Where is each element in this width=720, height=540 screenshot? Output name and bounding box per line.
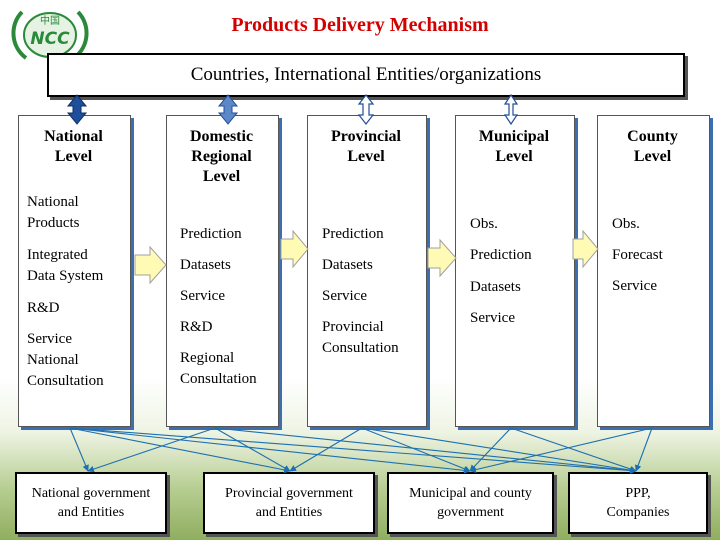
provincial-prediction: Prediction <box>322 226 384 242</box>
column-national <box>18 115 131 427</box>
column-domestic-regional <box>166 115 279 427</box>
double-arrow-municipal <box>503 93 519 126</box>
ncc-logo: 中国 NCC <box>11 10 89 60</box>
provincial-datasets: Datasets <box>322 257 373 273</box>
block-arrow-2 <box>280 229 309 269</box>
logo-text: NCC <box>30 29 70 49</box>
county-service: Service <box>612 278 657 294</box>
logo-wreath-left <box>11 10 28 60</box>
municipal-service: Service <box>470 310 515 326</box>
regional-datasets: Datasets <box>180 257 231 273</box>
county-forecast: Forecast <box>612 247 663 263</box>
provincial-service: Service <box>322 288 367 304</box>
logo-chinese: 中国 <box>40 14 60 27</box>
bottom-box-ppp-companies: PPP,Companies <box>568 472 708 534</box>
double-arrow-national <box>66 94 88 125</box>
double-arrow-regional <box>217 94 239 125</box>
municipal-datasets: Datasets <box>470 279 521 295</box>
regional-service: Service <box>180 288 225 304</box>
connector-lines <box>69 427 653 474</box>
county-obs: Obs. <box>612 216 640 232</box>
double-arrow-provincial <box>357 94 375 125</box>
regional-rd: R&D <box>180 319 213 335</box>
block-arrow-4 <box>572 229 599 269</box>
regional-prediction: Prediction <box>180 226 242 242</box>
column-municipal <box>455 115 575 427</box>
block-arrow-3 <box>427 238 457 278</box>
municipal-obs: Obs. <box>470 216 498 232</box>
block-arrow-1 <box>134 245 167 285</box>
municipal-prediction: Prediction <box>470 247 532 263</box>
column-county <box>597 115 710 427</box>
page-title: Products Delivery Mechanism <box>231 14 489 36</box>
national-rd: R&D <box>27 300 60 316</box>
column-provincial <box>307 115 427 427</box>
